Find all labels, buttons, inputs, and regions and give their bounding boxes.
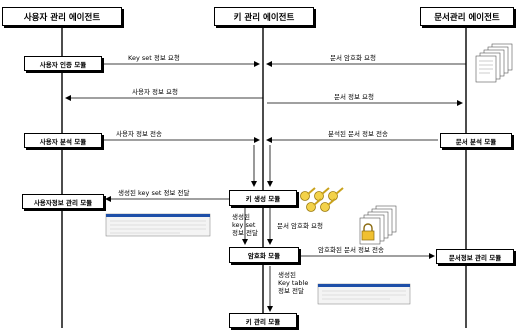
user-info-send-label: 사용자 정보 전송 bbox=[116, 130, 162, 138]
generated-keytable-line-2: Key table bbox=[278, 278, 309, 287]
document-stack-top bbox=[475, 43, 513, 83]
generated-keyset-send-label: 생성된 key set 정보 전달 bbox=[118, 189, 190, 197]
generated-keyset-line-1: 생성된 bbox=[232, 213, 250, 221]
generated-keytable-line-3: 정보 전달 bbox=[278, 286, 304, 295]
doc-info-request-label: 문서 정보 요청 bbox=[334, 93, 375, 101]
user-agent-header: 사용자 관리 에이전트 bbox=[2, 7, 122, 26]
analyzed-doc-send-label: 분석된 문서 정보 전송 bbox=[328, 130, 389, 138]
keyset-request-label: Key set 정보 요청 bbox=[128, 54, 180, 62]
key-gen-module: 키 생성 모듈 bbox=[229, 190, 297, 206]
generated-keytable-line-1: 생성된 bbox=[278, 271, 296, 279]
doc-encrypt-request-vertical-label: 문서 암호화 요청 bbox=[277, 222, 323, 230]
generated-keytable-vertical-label: 생성된 Key table 정보 전달 bbox=[278, 271, 309, 295]
user-info-request-label: 사용자 정보 요청 bbox=[132, 88, 178, 96]
encrypted-doc-send-label: 암호화된 문서 정보 전송 bbox=[318, 246, 384, 254]
auth-module: 사용자 인증 모듈 bbox=[24, 56, 102, 71]
encrypt-module: 암호화 모듈 bbox=[229, 247, 299, 263]
user-info-mgmt-module: 사용자정보 관리 모듈 bbox=[22, 194, 104, 209]
generated-keyset-line-3: 정보 전달 bbox=[232, 228, 258, 237]
user-analysis-module: 사용자 분석 모듈 bbox=[24, 133, 102, 148]
keytable-window-thumbnail bbox=[317, 283, 411, 305]
doc-info-mgmt-module: 문서정보 관리 모듈 bbox=[436, 249, 514, 264]
doc-encrypt-request-label: 문서 암호화 요청 bbox=[330, 54, 376, 62]
key-mgmt-module: 키 관리 모듈 bbox=[229, 313, 297, 328]
generated-keyset-vertical-label: 생성된 key set 정보 전달 bbox=[232, 213, 258, 237]
keys-illustration bbox=[300, 187, 344, 212]
key-agent-header: 키 관리 에이전트 bbox=[214, 7, 314, 26]
locked-document-stack bbox=[359, 205, 397, 245]
doc-agent-header: 문서관리 에이전트 bbox=[420, 7, 514, 26]
keyset-window-thumbnail bbox=[105, 213, 211, 237]
doc-analysis-module: 문서 분석 모듈 bbox=[440, 133, 512, 148]
generated-keyset-line-2: key set bbox=[232, 220, 256, 229]
